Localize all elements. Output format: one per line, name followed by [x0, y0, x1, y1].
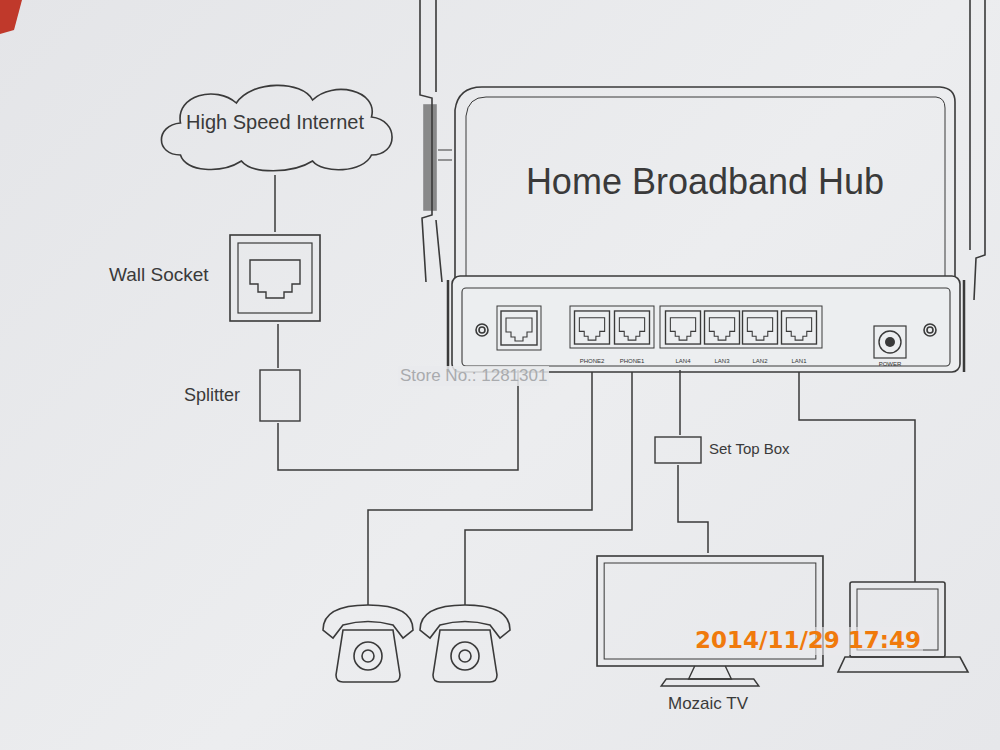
watermark: Store No.: 1281301: [398, 366, 549, 386]
cable-line: [274, 175, 276, 232]
node-label: Mozaic TV: [595, 694, 821, 714]
date-stamp: 2014/11/29 17:49: [693, 627, 923, 655]
cable-line: [679, 370, 681, 435]
set-top-box: Set Top Box: [652, 435, 797, 465]
node-label: Home Broadband Hub: [455, 160, 955, 203]
node-label: Wall Socket: [109, 264, 209, 287]
wall-socket: Wall Socket: [105, 232, 323, 324]
node-label: High Speed Internet: [150, 110, 400, 134]
port-label: LAN3: [714, 358, 729, 365]
node-label: Splitter: [184, 385, 240, 407]
splitter-box: Splitter: [180, 368, 302, 423]
device-wires: [368, 372, 915, 605]
cable-line: [678, 465, 708, 553]
corner-mark: [0, 0, 22, 34]
telephone-icons: [323, 605, 510, 682]
port-label: PHONE1: [620, 358, 645, 365]
port-label: LAN1: [791, 358, 806, 365]
port-label: PHONE2: [580, 358, 605, 365]
node-label: Set Top Box: [709, 440, 790, 458]
router-ports: [497, 306, 906, 358]
port-label: POWER: [879, 361, 902, 368]
port-label: LAN4: [675, 358, 690, 365]
cloud-node: High Speed Internet: [150, 75, 404, 175]
broadband-hub: Home Broadband Hub: [455, 20, 959, 370]
cable-line: [277, 324, 279, 368]
port-label: LAN2: [752, 358, 767, 365]
router-body: [420, 0, 985, 372]
